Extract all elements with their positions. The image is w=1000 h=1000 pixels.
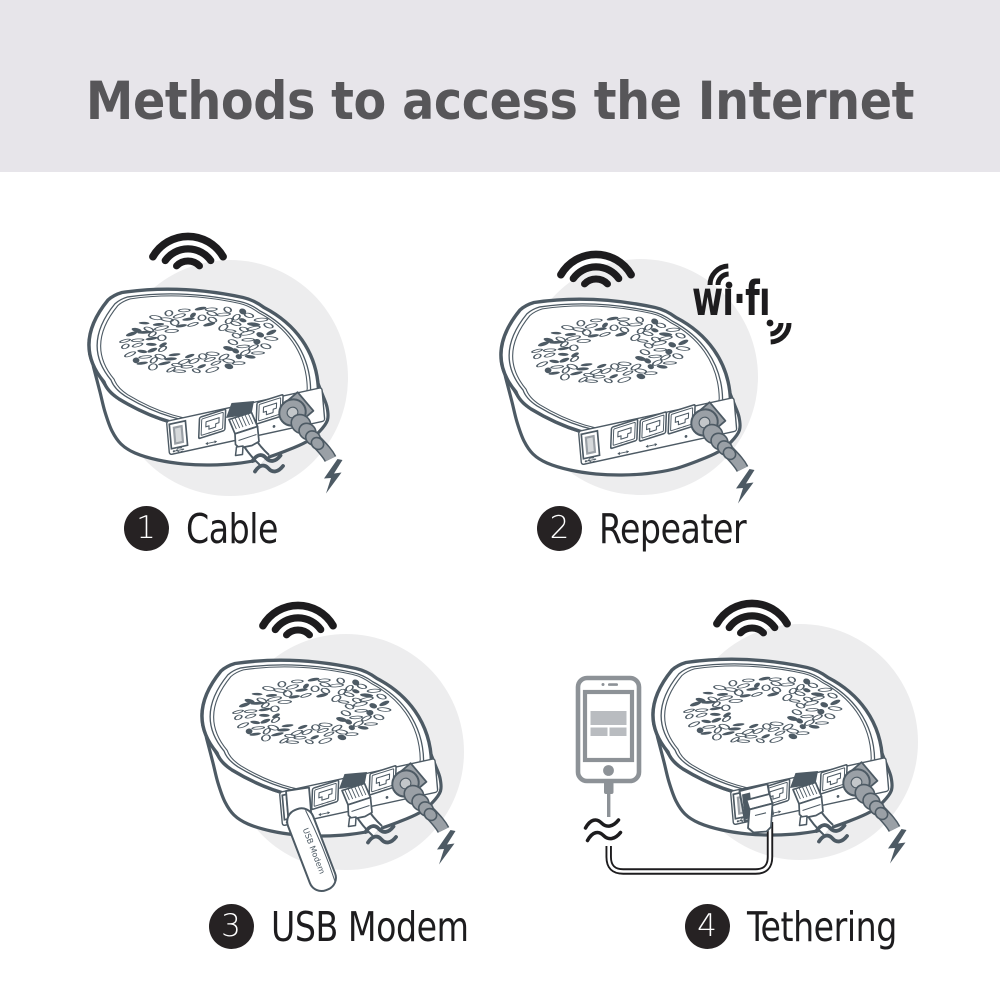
page-title: Methods to access the Internet — [85, 70, 915, 132]
step-number: 4 — [697, 907, 717, 944]
figure-cable — [89, 236, 348, 496]
ethernet-cable — [226, 401, 285, 474]
figure-caption: 2 Repeater — [537, 504, 763, 553]
figure-repeater: wı·fı — [501, 254, 792, 503]
wifi-logo-text: wı·fı — [692, 272, 770, 328]
tether-cable — [583, 818, 774, 875]
figure-label: USB Modem — [270, 902, 469, 951]
cable-squiggle — [814, 823, 847, 833]
figure-label: Repeater — [599, 504, 747, 553]
wifi-logo-arcs-lower — [766, 319, 792, 345]
cable-squiggle — [817, 833, 849, 844]
smartphone — [575, 675, 642, 817]
cable-squiggle — [583, 818, 621, 830]
step-number-badge: 2 — [537, 506, 582, 551]
cable-squiggle — [253, 463, 285, 474]
figure-tethering — [575, 603, 918, 875]
phone-speaker — [608, 683, 618, 686]
step-number: 1 — [136, 509, 156, 546]
cable-squiggle — [366, 834, 398, 845]
phone-screen-blocks — [590, 711, 627, 736]
header-banner: Methods to access the Internet — [0, 0, 1000, 172]
ethernet-cable — [790, 771, 849, 844]
cable-squiggle — [363, 824, 396, 834]
step-number-badge: 3 — [208, 904, 254, 949]
cable-squiggle — [585, 830, 623, 843]
figure-caption: 3 USB Modem — [208, 902, 490, 951]
wifi-logo-arcs-upper — [707, 263, 733, 289]
ethernet-cable — [339, 772, 398, 845]
step-number-badge: 4 — [684, 904, 730, 949]
figure-caption: 4 Tethering — [684, 902, 914, 951]
figure-label: Cable — [185, 504, 278, 553]
step-number: 3 — [221, 907, 241, 944]
phone-camera-dot — [601, 683, 605, 686]
figure-caption: 1 Cable — [123, 504, 288, 553]
wifi-logo: wı·fı — [692, 263, 792, 345]
step-number-badge: 1 — [123, 506, 169, 551]
figure-label: Tethering — [746, 902, 897, 951]
figure-usb-modem: USB Modem — [202, 605, 464, 893]
phone-home-button — [603, 765, 614, 776]
usb-plug — [738, 783, 774, 834]
step-number: 2 — [549, 509, 570, 546]
cable-squiggle — [250, 453, 283, 463]
